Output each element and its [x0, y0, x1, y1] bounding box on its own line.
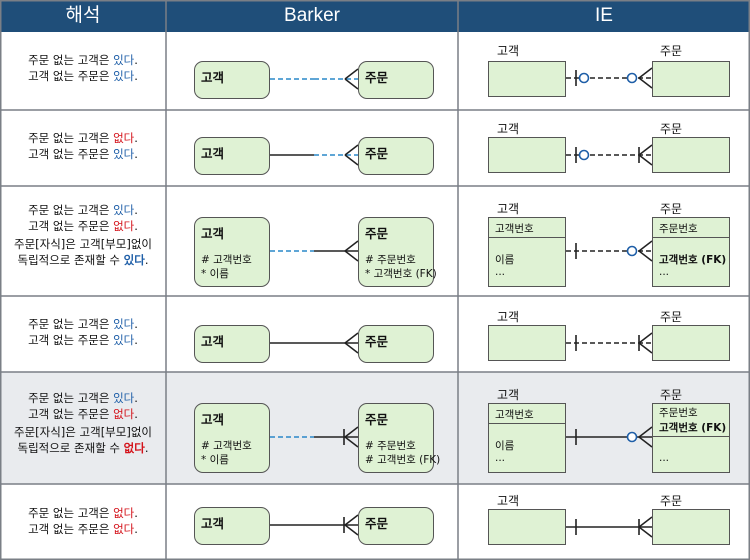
ie-relationship-row-4	[638, 332, 653, 344]
barker-relationship-row-5	[344, 426, 359, 438]
barker-relationship-row-2	[344, 154, 359, 166]
ie-label-customer: 고객	[497, 202, 520, 216]
ie-relationship-row-4	[638, 342, 653, 354]
barker-entity-customer: 고객	[194, 507, 270, 545]
ie-entity-customer	[488, 325, 566, 361]
ie-label-order: 주문	[660, 494, 683, 508]
barker-entity-order: 주문	[358, 507, 434, 545]
barker-relationship-row-6	[344, 514, 359, 526]
header-ie: IE	[595, 5, 613, 26]
ie-entity-order	[652, 325, 730, 361]
ie-relationship-row-1	[578, 72, 590, 84]
barker-entity-customer: 고객	[194, 137, 270, 175]
barker-entity-order: 주문	[358, 61, 434, 99]
ie-entity-order	[652, 509, 730, 545]
ie-entity-order: 주문번호 고객번호 (FK) ...	[652, 403, 730, 473]
ie-relationship-row-1	[638, 77, 653, 89]
ie-relationship-row-1	[626, 72, 638, 84]
ie-relationship-row-5	[626, 431, 638, 443]
barker-entity-customer: 고객 # 고객번호 * 이름	[194, 403, 270, 473]
barker-relationship-row-4	[344, 332, 359, 344]
ie-label-customer: 고객	[497, 494, 520, 508]
ie-label-order: 주문	[660, 122, 683, 136]
barker-relationship-row-5	[344, 436, 359, 448]
barker-entity-order: 주문	[358, 137, 434, 175]
ie-entity-order	[652, 61, 730, 97]
header-barker: Barker	[284, 5, 340, 26]
barker-relationship-row-1	[344, 68, 359, 80]
ie-label-customer: 고객	[497, 310, 520, 324]
ie-relationship-row-2	[578, 149, 590, 161]
barker-relationship-row-6	[344, 524, 359, 536]
interpretation-row-4: 주문 없는 고객은 있다. 고객 없는 주문은 있다.	[28, 317, 138, 347]
barker-entity-customer: 고객 # 고객번호 * 이름	[194, 217, 270, 287]
interpretation-row-3: 주문 없는 고객은 있다. 고객 없는 주문은 없다. 주문[자식]은 고객[부…	[14, 203, 152, 267]
ie-label-customer: 고객	[497, 388, 520, 402]
ie-relationship-row-6	[638, 516, 653, 528]
barker-relationship-row-3	[344, 240, 359, 252]
ie-label-order: 주문	[660, 388, 683, 402]
barker-relationship-row-3	[344, 250, 359, 262]
ie-entity-customer	[488, 509, 566, 545]
ie-entity-customer	[488, 137, 566, 173]
ie-entity-customer: 고객번호 이름 ...	[488, 403, 566, 473]
ie-label-order: 주문	[660, 310, 683, 324]
ie-entity-order: 주문번호 고객번호 (FK) ...	[652, 217, 730, 287]
barker-entity-order: 주문 # 주문번호 * 고객번호 (FK)	[358, 217, 437, 287]
ie-relationship-row-3	[638, 240, 653, 252]
header-bar	[0, 0, 750, 32]
ie-label-customer: 고객	[497, 44, 520, 58]
barker-entity-order: 주문	[358, 325, 434, 363]
ie-relationship-row-3	[638, 250, 653, 262]
ie-relationship-row-5	[638, 436, 653, 448]
interpretation-row-6: 주문 없는 고객은 없다. 고객 없는 주문은 없다.	[28, 506, 138, 536]
header-interpretation: 해석	[65, 5, 101, 26]
ie-entity-customer: 고객번호 이름 ...	[488, 217, 566, 287]
interpretation-row-2: 주문 없는 고객은 없다. 고객 없는 주문은 있다.	[28, 131, 138, 161]
ie-relationship-row-2	[638, 154, 653, 166]
barker-entity-order: 주문 # 주문번호 # 고객번호 (FK)	[358, 403, 440, 473]
ie-relationship-row-6	[638, 526, 653, 538]
barker-relationship-row-2	[344, 144, 359, 156]
barker-relationship-row-1	[344, 78, 359, 90]
ie-relationship-row-3	[626, 245, 638, 257]
ie-relationship-row-1	[638, 67, 653, 79]
barker-relationship-row-4	[344, 342, 359, 354]
barker-entity-customer: 고객	[194, 325, 270, 363]
ie-entity-customer	[488, 61, 566, 97]
ie-label-order: 주문	[660, 202, 683, 216]
barker-entity-customer: 고객	[194, 61, 270, 99]
ie-label-customer: 고객	[497, 122, 520, 136]
interpretation-row-1: 주문 없는 고객은 있다. 고객 없는 주문은 있다.	[28, 53, 138, 83]
ie-relationship-row-5	[638, 426, 653, 438]
ie-label-order: 주문	[660, 44, 683, 58]
interpretation-row-5: 주문 없는 고객은 있다. 고객 없는 주문은 없다. 주문[자식]은 고객[부…	[14, 391, 152, 455]
ie-entity-order	[652, 137, 730, 173]
ie-relationship-row-2	[638, 144, 653, 156]
